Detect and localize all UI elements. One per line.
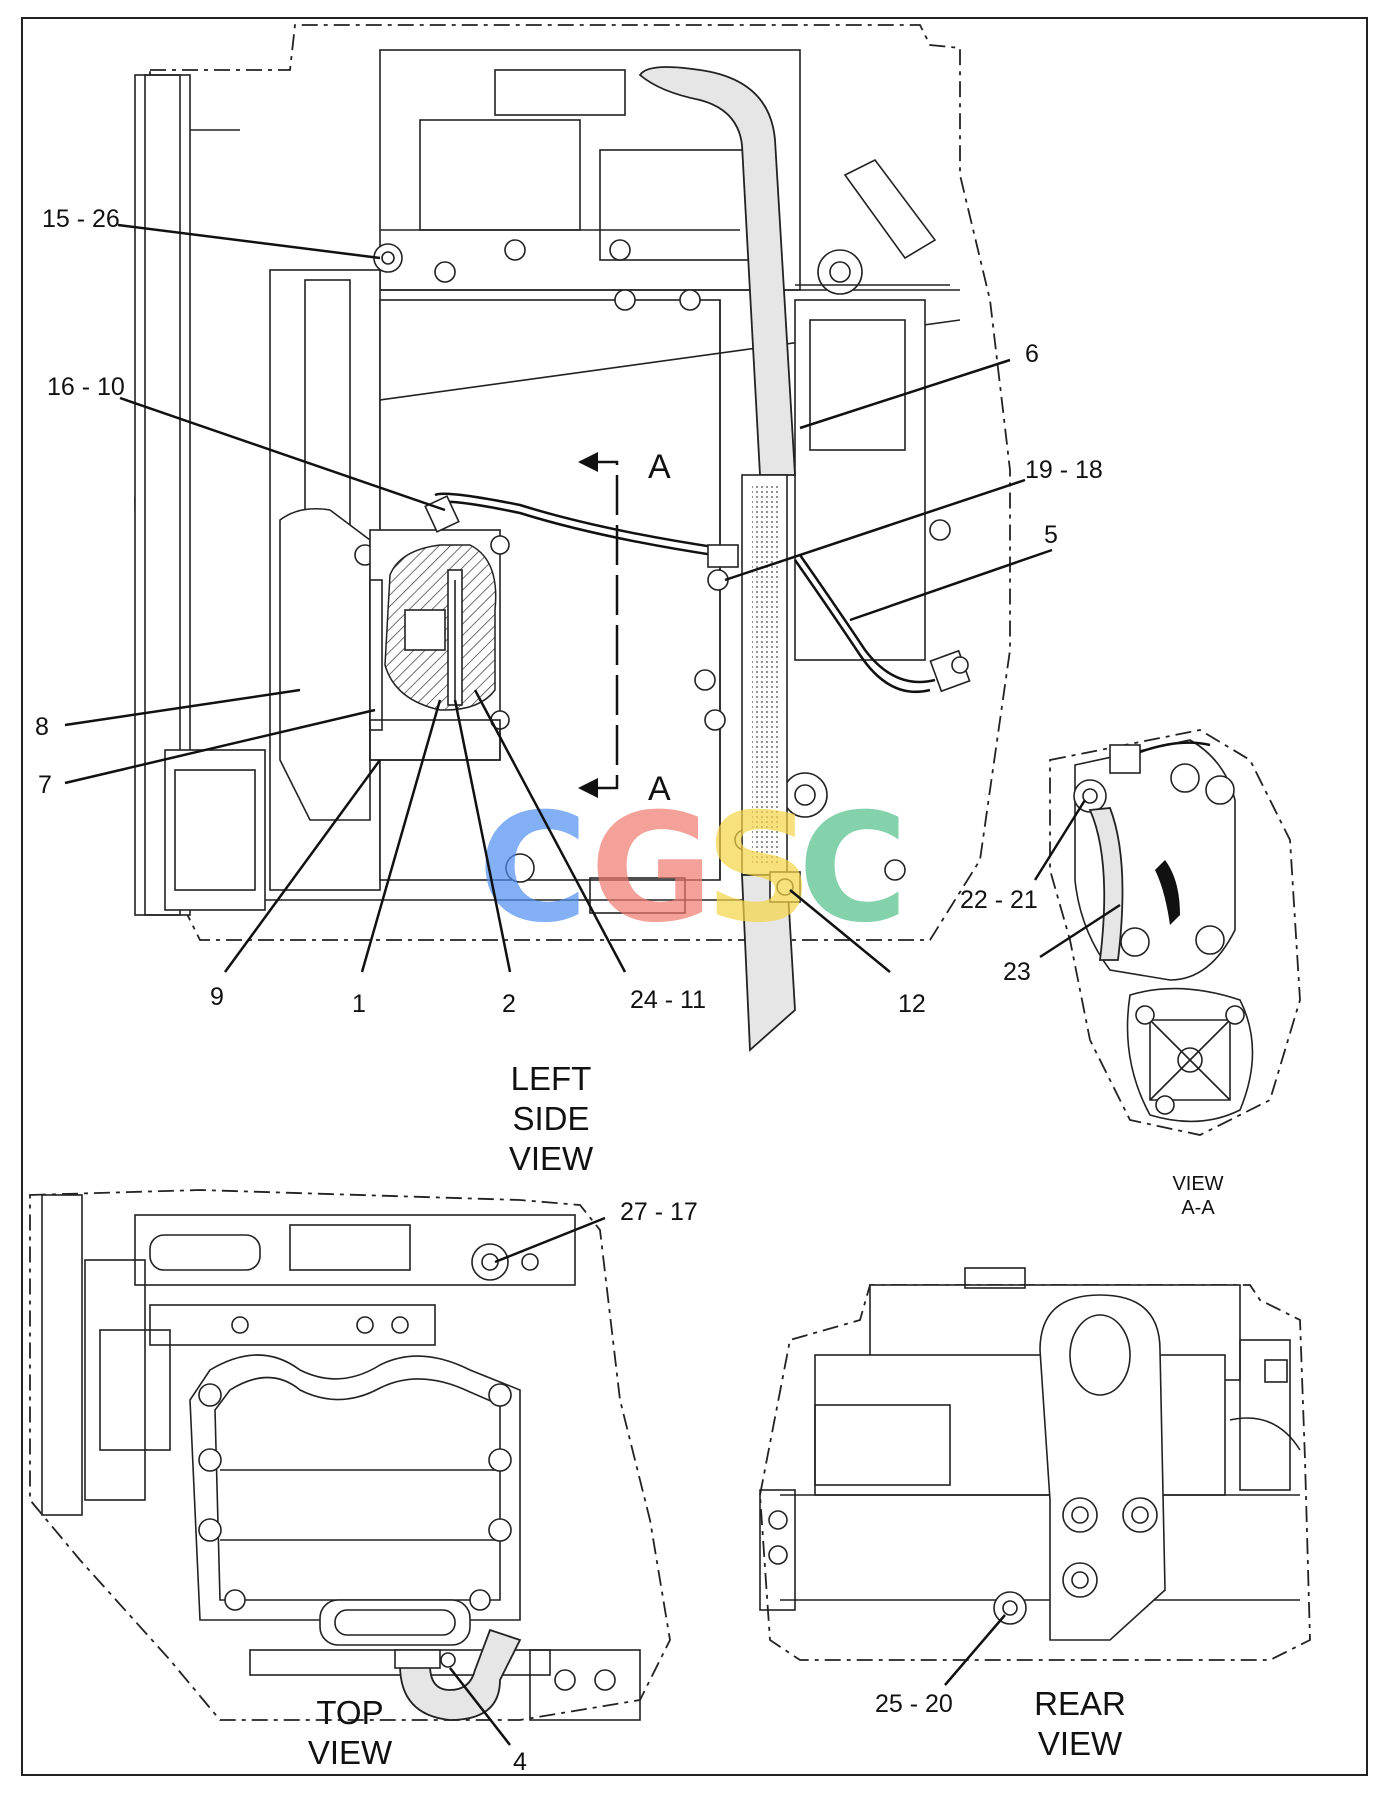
callouts-top-view: 27 - 17 4 xyxy=(513,1198,698,1776)
callout-1: 1 xyxy=(352,990,366,1018)
callout-27-17: 27 - 17 xyxy=(620,1198,698,1226)
callout-4: 4 xyxy=(513,1748,527,1776)
view-a-a-line2: A-A xyxy=(1181,1197,1215,1219)
leader-lines-left-side xyxy=(64,223,1053,973)
view-a-a-line1: VIEW xyxy=(1172,1173,1223,1195)
callout-12: 12 xyxy=(898,990,926,1018)
leader-lines-top-view xyxy=(449,1216,606,1746)
watermark-letter-2: G xyxy=(590,782,713,956)
callout-2: 2 xyxy=(502,990,516,1018)
callout-9: 9 xyxy=(210,983,224,1011)
leader-lines-view-a-a xyxy=(1033,799,1121,959)
page-border xyxy=(21,17,1368,1776)
rear-view-line1: REAR xyxy=(1034,1685,1126,1722)
section-mark-upper: A xyxy=(648,448,671,486)
rear-view-line2: VIEW xyxy=(1038,1725,1123,1762)
callout-5: 5 xyxy=(1044,521,1058,549)
top-view-line1: TOP xyxy=(316,1694,383,1731)
watermark: C G S C xyxy=(478,782,908,956)
callouts-left-side: 15 - 26 16 - 10 6 19 - 18 5 8 7 9 1 2 24… xyxy=(35,205,1103,1018)
section-mark-lower: A xyxy=(648,770,671,808)
top-view-line2: VIEW xyxy=(308,1734,393,1771)
watermark-letter-3: S xyxy=(705,782,813,956)
rear-view-drawing xyxy=(759,1267,1311,1661)
callout-25-20: 25 - 20 xyxy=(875,1690,953,1718)
leader-lines-rear-view xyxy=(944,1614,1006,1686)
callout-19-18: 19 - 18 xyxy=(1025,456,1103,484)
callout-24-11: 24 - 11 xyxy=(630,986,706,1014)
callout-15-26: 15 - 26 xyxy=(42,205,120,233)
top-view-drawing xyxy=(29,1189,671,1721)
callout-23: 23 xyxy=(1003,958,1031,986)
top-view-caption: TOP VIEW xyxy=(308,1694,393,1771)
callout-16-10: 16 - 10 xyxy=(47,373,125,401)
callouts-rear-view: 25 - 20 xyxy=(875,1690,953,1718)
watermark-letter-4: C xyxy=(798,782,908,956)
left-side-view-drawing xyxy=(134,24,1011,1052)
callout-6: 6 xyxy=(1025,340,1039,368)
view-a-a-caption: VIEW A-A xyxy=(1172,1173,1223,1219)
callouts-view-a-a: 22 - 21 23 xyxy=(960,886,1038,986)
callout-8: 8 xyxy=(35,713,49,741)
callout-7: 7 xyxy=(38,771,52,799)
view-a-a-drawing xyxy=(1049,729,1301,1136)
rear-view-caption: REAR VIEW xyxy=(1034,1685,1126,1762)
section-line-a-a: A A xyxy=(578,448,671,808)
callout-22-21: 22 - 21 xyxy=(960,886,1038,914)
left-side-view-caption: LEFT SIDE VIEW xyxy=(509,1060,594,1177)
left-side-view-line1: LEFT xyxy=(511,1060,592,1097)
left-side-view-line2: SIDE xyxy=(512,1100,589,1137)
left-side-view-line3: VIEW xyxy=(509,1140,594,1177)
